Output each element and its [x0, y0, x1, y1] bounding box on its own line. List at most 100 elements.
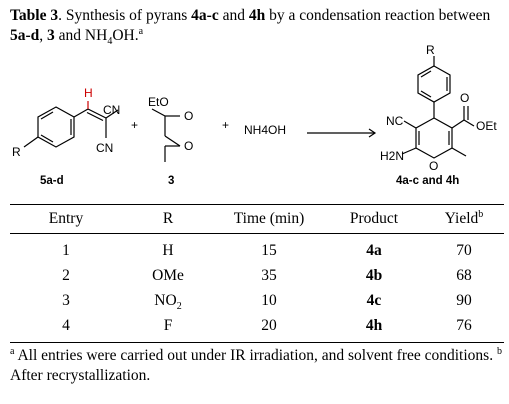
cell-product: 4c [366, 291, 382, 309]
plus-sign: + [222, 118, 229, 132]
reagent-label: NH4OH [244, 123, 286, 137]
cell-r: NO2 [122, 291, 214, 312]
cell-entry: 4 [62, 316, 70, 334]
compound-label: 3 [168, 175, 174, 187]
cell-yield: 70 [456, 241, 472, 259]
oxygen-label: O [184, 109, 193, 123]
cyano-label: CN [103, 103, 120, 117]
table-row: 1 H 15 4a 70 [10, 238, 504, 263]
substituent-label: R [426, 44, 435, 57]
plus-sign: + [131, 118, 138, 132]
compound-ref: 4a-c [191, 7, 219, 24]
cell-r: F [122, 317, 214, 335]
double-bond [420, 90, 432, 98]
cell-r-text: H [162, 241, 174, 259]
compound-ref: 5a-d [10, 27, 40, 44]
ester-label: OEt [476, 119, 497, 133]
cell-product: 4b [365, 266, 383, 284]
compound-label: 5a-d [40, 175, 64, 187]
cell-time: 35 [261, 266, 277, 284]
cell-yield: 90 [456, 291, 472, 309]
header-entry: Entry [48, 210, 84, 227]
cell-entry: 1 [62, 241, 70, 259]
caption-text: OH. [112, 27, 139, 44]
caption-text: and NH [54, 27, 108, 44]
cyano-label: CN [96, 141, 113, 155]
benzene-ring [417, 65, 451, 103]
caption-text: , [39, 27, 48, 44]
bond [151, 108, 166, 117]
substituent-label: R [12, 145, 21, 159]
arrow-head [368, 128, 377, 138]
amino-label: H2N [380, 149, 404, 163]
reaction-scheme: H CN CN R 5a-d + EtO O O 3 + NH4OH R NC … [12, 44, 497, 187]
caption-text: by a condensation reaction between [265, 7, 491, 24]
cell-r-text: OMe [152, 266, 184, 284]
footnote-mark: b [496, 345, 502, 357]
cell-r-subscript: 2 [176, 300, 182, 312]
oxygen-label: O [460, 91, 469, 105]
table-footnote: a All entries were carried out under IR … [10, 346, 504, 386]
table-row: 4 F 20 4h 76 [10, 313, 504, 338]
bond [105, 109, 119, 119]
ring-oxygen-label: O [429, 159, 438, 173]
table-bottom-rule [10, 342, 504, 343]
caption-subscript: 4 [107, 36, 113, 48]
bond [73, 108, 89, 118]
bond [403, 120, 417, 129]
header-product: Product [349, 210, 399, 227]
pyran-ring [415, 117, 453, 159]
double-bond [420, 70, 432, 78]
bond [463, 119, 475, 127]
cell-time: 20 [261, 316, 277, 334]
header-yield-footnote-mark: b [478, 208, 484, 220]
caption-text: and [218, 7, 249, 24]
cell-entry: 3 [62, 291, 70, 309]
nitrile-label: NC [386, 114, 404, 128]
double-bond [86, 111, 104, 122]
bond [401, 147, 417, 155]
header-time: Time (min) [233, 210, 305, 227]
bond [451, 119, 465, 129]
bond [87, 108, 107, 119]
cell-r: OMe [122, 267, 214, 285]
oxygen-label: O [184, 139, 193, 153]
bond [164, 135, 181, 147]
header-yield: Yieldb [424, 208, 504, 228]
table-header-row: Entry R Time (min) Product Yieldb [10, 205, 504, 233]
cell-entry: 2 [62, 266, 70, 284]
table-header-rule [10, 233, 504, 234]
compound-ref: 3 [47, 27, 55, 44]
cell-r-text: NO [154, 291, 177, 309]
bond [451, 147, 467, 157]
cell-time: 15 [261, 241, 277, 259]
footnote-mark: a [10, 345, 15, 357]
footnote-text: After recrystallization. [10, 367, 151, 384]
double-bond [40, 111, 54, 120]
ester-label: EtO [148, 95, 169, 109]
header-yield-label: Yield [444, 210, 479, 227]
cell-time: 10 [261, 291, 277, 309]
table-caption: Table 3. Synthesis of pyrans 4a-c and 4h… [10, 6, 504, 48]
cell-yield: 68 [456, 266, 472, 284]
cell-r: H [122, 242, 214, 260]
data-table: Entry R Time (min) Product Yieldb 1 H 15… [10, 204, 504, 343]
double-bond [40, 134, 54, 143]
table-label: Table 3 [10, 7, 59, 24]
caption-footnote-mark: a [138, 25, 144, 37]
table-row: 2 OMe 35 4b 68 [10, 263, 504, 288]
table-row: 3 NO2 10 4c 90 [10, 288, 504, 313]
vinyl-hydrogen: H [84, 86, 93, 100]
cell-r-text: F [163, 316, 173, 334]
bond [23, 136, 39, 148]
compound-label: 4a-c and 4h [396, 175, 459, 187]
caption-text: . Synthesis of pyrans [58, 7, 192, 24]
footnote-text: All entries were carried out under IR ir… [14, 347, 497, 364]
compound-ref: 4h [248, 7, 266, 24]
table-top-rule [10, 204, 504, 205]
header-r: R [162, 210, 174, 227]
cell-product: 4h [365, 316, 383, 334]
cell-yield: 76 [456, 316, 472, 334]
cell-product: 4a [366, 241, 382, 259]
benzene-ring [37, 106, 75, 148]
